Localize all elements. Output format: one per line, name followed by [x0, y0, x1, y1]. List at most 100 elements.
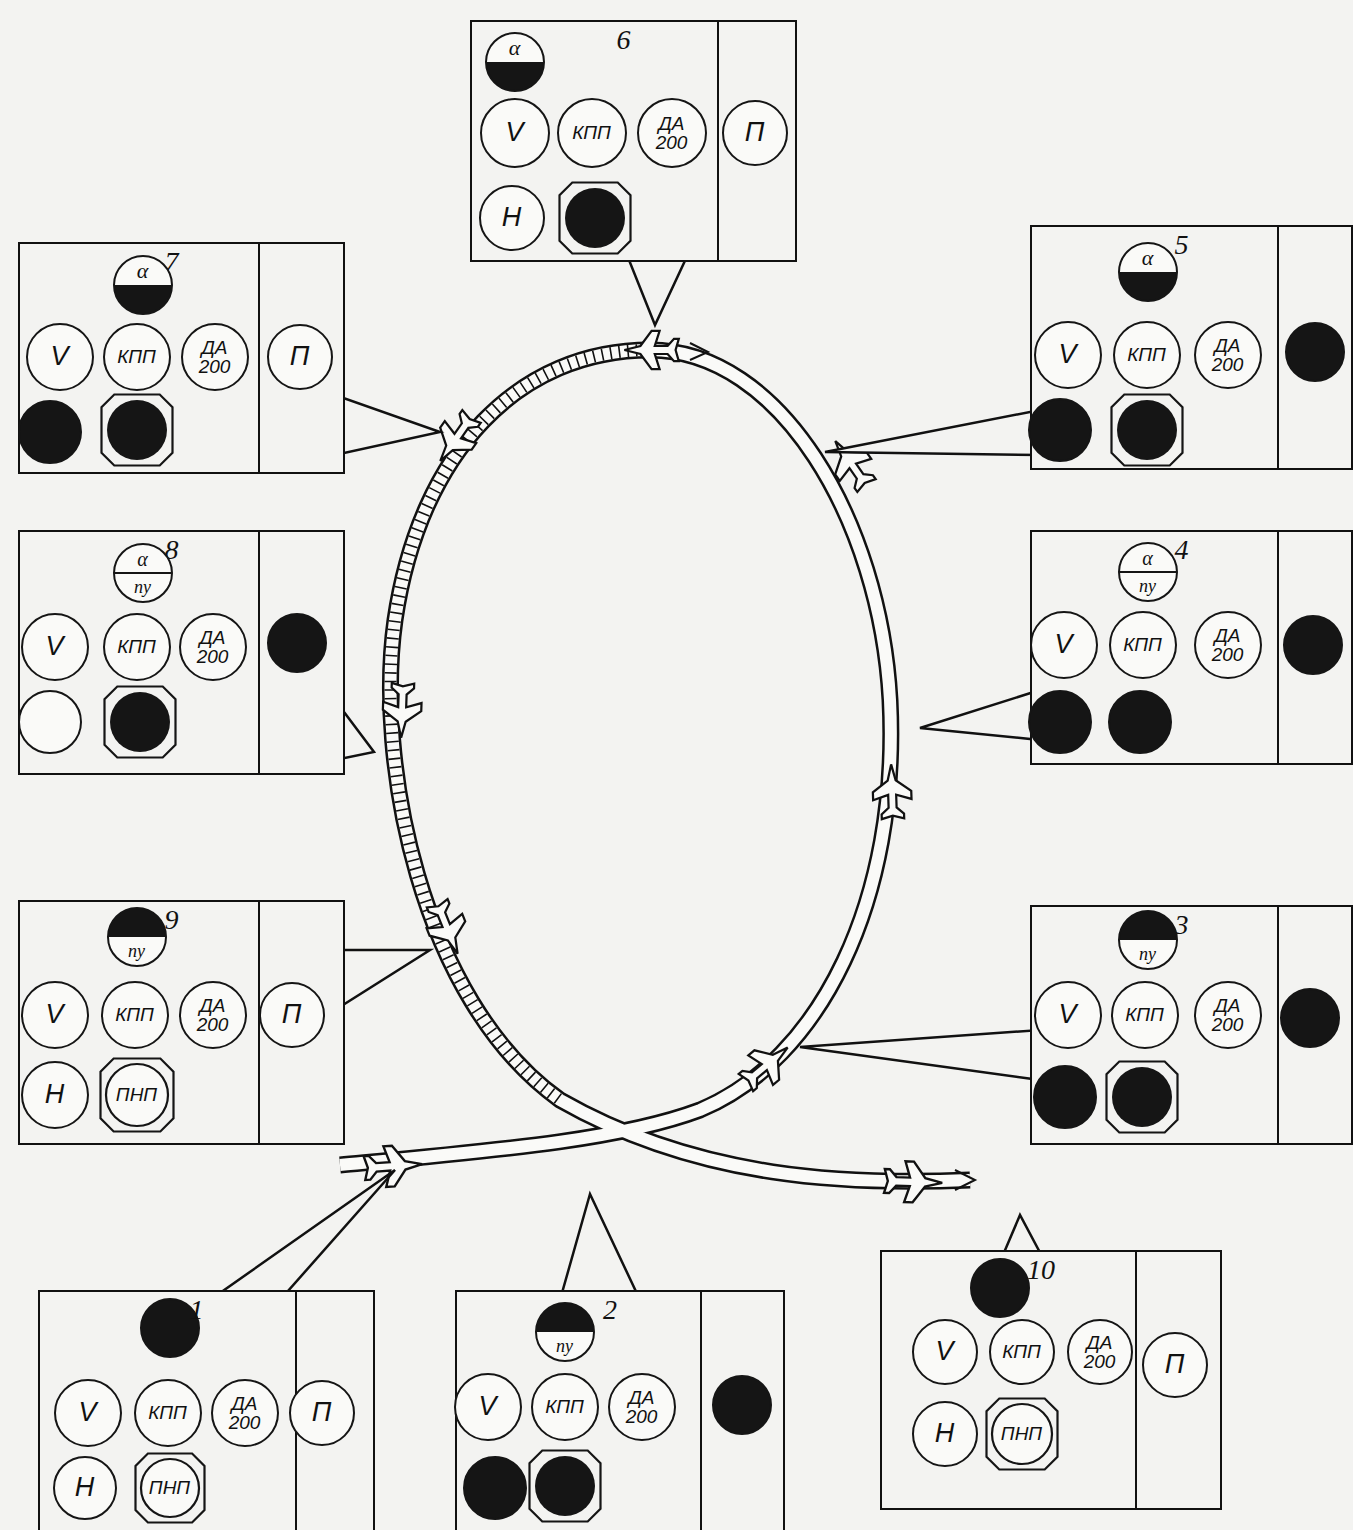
lit-lamp: [1110, 393, 1184, 467]
lit-lamp: [1028, 690, 1092, 754]
lamp-frame: [528, 1449, 602, 1523]
instrument-dial: КПП: [103, 323, 171, 391]
dial-label: П: [312, 1399, 332, 1426]
panel-divider: [1277, 907, 1279, 1143]
dial-label: ПНП: [1001, 1424, 1042, 1443]
dial-label: П: [1165, 1351, 1185, 1378]
warning-dial: α ny: [1118, 542, 1178, 602]
indicator-dial: ПНП: [134, 1452, 206, 1524]
instrument-dial: ДА 200: [637, 98, 707, 168]
aircraft-icon: [382, 683, 422, 739]
dial-label: КПП: [1127, 345, 1166, 364]
panel-divider: [1135, 1252, 1137, 1508]
dial-label: ny: [128, 942, 145, 960]
lit-lamp: [1105, 1060, 1179, 1134]
instrument-panel: 5αVКППДА 200: [1030, 225, 1353, 470]
instrument-dial: Н: [21, 1061, 89, 1129]
panel-divider: [1277, 227, 1279, 468]
instrument-dial: V: [54, 1379, 122, 1447]
warning-dial: ny: [107, 907, 167, 967]
warning-dial: ny: [1118, 910, 1178, 970]
callout-pointer: [825, 410, 1040, 455]
instrument-dial: П: [1142, 1332, 1208, 1398]
instrument-dial: ДА 200: [211, 1379, 279, 1447]
dial-label: КПП: [1125, 1005, 1164, 1024]
instrument-dial: КПП: [557, 98, 627, 168]
instrument-dial: ДА 200: [181, 323, 249, 391]
trajectory: [340, 343, 975, 1190]
panel-divider: [717, 22, 719, 260]
lit-lamp: [712, 1375, 772, 1435]
lit-lamp: [1033, 1065, 1097, 1129]
lamp-frame: [1105, 1060, 1179, 1134]
dial-label: V: [1058, 341, 1076, 368]
lit-lamp: [1028, 398, 1092, 462]
dial-label: П: [745, 119, 765, 146]
dial-label: ДА 200: [196, 338, 234, 376]
callout-number: 10: [872, 1256, 1210, 1284]
lamp-frame: [1110, 393, 1184, 467]
dial-label: Н: [935, 1420, 955, 1447]
dial-label: α: [1142, 548, 1153, 568]
dial-label: ДА 200: [194, 996, 232, 1034]
callout-pointer: [210, 1170, 395, 1300]
dial-label: ПНП: [149, 1478, 190, 1497]
dial-label: ny: [1139, 577, 1156, 595]
lit-lamp: [267, 613, 327, 673]
dial-label: Н: [75, 1474, 95, 1501]
dial-label: ДА 200: [653, 114, 691, 152]
dial-label: V: [45, 1001, 63, 1028]
instrument-dial: V: [480, 98, 550, 168]
dial-label: КПП: [545, 1397, 584, 1416]
dial-label: КПП: [1123, 635, 1162, 654]
dial-label: КПП: [572, 123, 611, 142]
dial-label: КПП: [115, 1005, 154, 1024]
dial-label: П: [290, 343, 310, 370]
instrument-dial: Н: [479, 185, 545, 251]
warning-dial: α: [485, 32, 545, 92]
dial-label: V: [45, 633, 63, 660]
instrument-dial: КПП: [101, 981, 169, 1049]
instrument-dial: П: [267, 324, 333, 390]
instrument-dial: V: [1030, 611, 1098, 679]
aircraft: [363, 331, 943, 1204]
callout-pointer: [335, 950, 430, 1010]
instrument-dial: КПП: [1111, 981, 1179, 1049]
arrow-head: [955, 1170, 975, 1190]
aircraft-icon: [884, 1161, 943, 1204]
instrument-panel: 7αVКППДА 200П: [18, 242, 345, 474]
lit-lamp: [18, 400, 82, 464]
aircraft-icon: [624, 331, 678, 369]
lamp-frame: [558, 181, 632, 255]
panel-divider: [258, 532, 260, 773]
indicator-dial: ПНП: [985, 1397, 1059, 1471]
instrument-panel: 10VКППДА 200ПНПНП: [880, 1250, 1222, 1510]
dial-label: V: [1054, 631, 1072, 658]
instrument-dial: V: [454, 1373, 522, 1441]
lit-lamp: [970, 1258, 1030, 1318]
instrument-panel: 1VКППДА 200ПНПНП: [38, 1290, 375, 1530]
dial-label: КПП: [1002, 1342, 1041, 1361]
lit-lamp: [1285, 322, 1345, 382]
instrument-dial: КПП: [989, 1319, 1055, 1385]
aircraft-icon: [425, 405, 488, 472]
instrument-panel: 4αnyVКППДА 200: [1030, 530, 1353, 765]
warning-dial: α: [1118, 242, 1178, 302]
aircraft-icon: [872, 764, 912, 820]
unlit-lamp: [18, 690, 82, 754]
callout-number: 3: [1022, 911, 1341, 939]
dial-label: П: [282, 1001, 302, 1028]
aircraft-icon: [363, 1144, 424, 1189]
instrument-dial: ДА 200: [179, 613, 247, 681]
dial-label: КПП: [148, 1403, 187, 1422]
dial-label: ДА 200: [1209, 336, 1247, 374]
arrow-head: [690, 343, 708, 360]
instrument-dial: V: [1034, 981, 1102, 1049]
callout-number: 8: [10, 536, 333, 564]
lamp-frame: [103, 685, 177, 759]
instrument-panel: 3nyVКППДА 200: [1030, 905, 1353, 1145]
dial-label: КПП: [117, 637, 156, 656]
instrument-panel: 2nyVКППДА 200: [455, 1290, 785, 1530]
dial-label: Н: [502, 204, 522, 231]
